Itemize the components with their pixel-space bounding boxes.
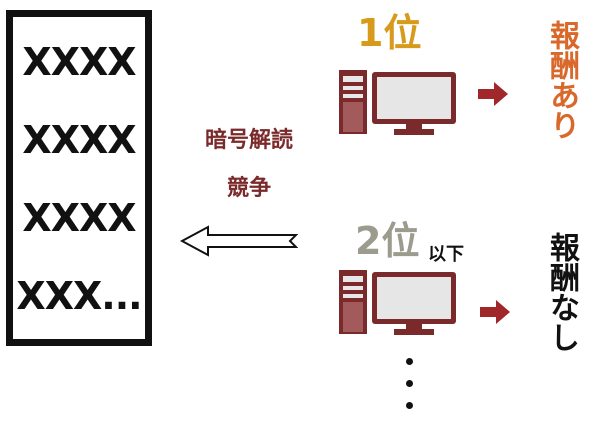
block-line: XXX... <box>16 274 142 318</box>
right-arrow-icon <box>478 82 508 106</box>
reward-yes-label: 報酬あり <box>544 20 579 140</box>
block-line: XXXX <box>22 40 136 84</box>
rank-2-label: 2位 <box>355 219 420 263</box>
ellipsis-dot <box>406 380 413 387</box>
competition-label-line2: 競争 <box>226 176 271 201</box>
block-panel: XXXX XXXX XXXX XXX... <box>6 10 152 346</box>
computer-icon <box>339 270 456 335</box>
block-line: XXXX <box>22 196 136 240</box>
left-arrow-icon <box>180 225 298 257</box>
rank-suffix-label: 以下 <box>428 244 464 265</box>
right-arrow-icon <box>480 300 510 324</box>
reward-none-label: 報酬なし <box>544 232 579 352</box>
ellipsis-dot <box>406 402 413 409</box>
competition-label-line1: 暗号解読 <box>204 128 293 153</box>
computer-icon <box>339 70 456 135</box>
rank-1-label: 1位 <box>357 11 422 55</box>
block-line: XXXX <box>22 118 136 162</box>
ellipsis-dot <box>406 358 413 365</box>
